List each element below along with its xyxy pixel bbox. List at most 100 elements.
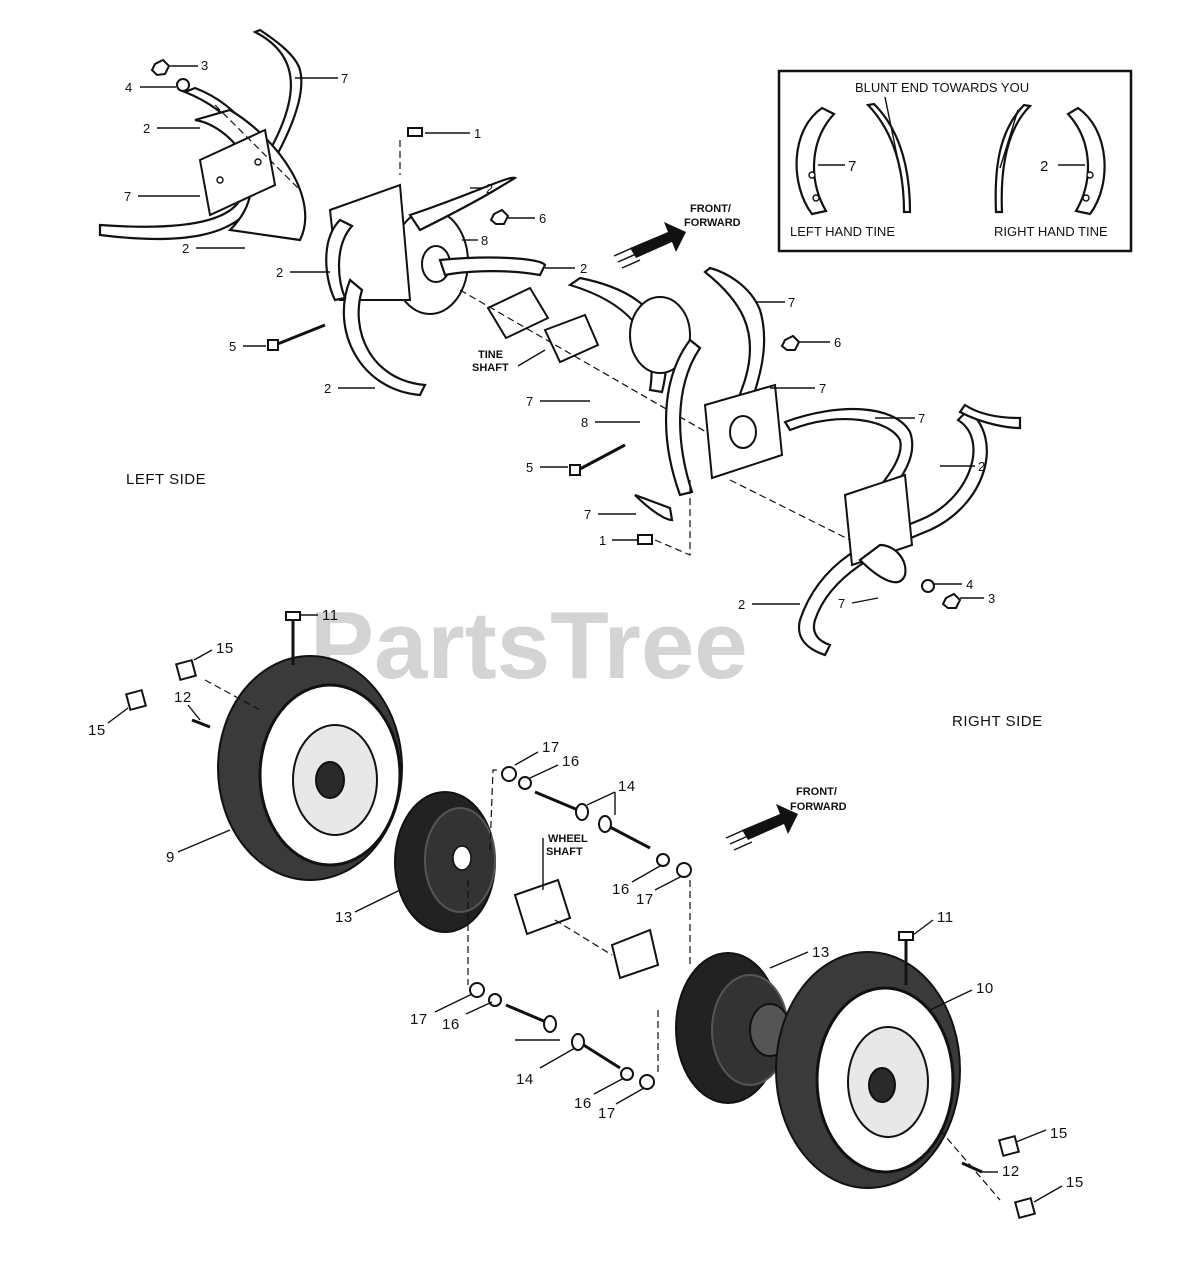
callout: 12	[1002, 1163, 1020, 1180]
tine-part	[438, 256, 547, 277]
arrow-icon	[742, 804, 798, 840]
leader-line	[884, 96, 901, 171]
lock-washer-16	[620, 1067, 634, 1081]
callout: 2	[580, 261, 587, 276]
callout: 13	[335, 909, 353, 926]
assembly-line	[729, 479, 851, 541]
callout: 7	[526, 394, 533, 409]
nut-15	[1013, 1196, 1037, 1220]
inset-header: BLUNT END TOWARDS YOU	[855, 80, 1029, 95]
direction-top-line1: FRONT/	[690, 203, 731, 215]
bolt-11-head	[898, 931, 914, 941]
bolt-11-head	[285, 611, 301, 621]
callout: 6	[834, 335, 841, 350]
watermark: PartsTree	[310, 592, 748, 699]
left-hand-tine-shape	[795, 106, 836, 216]
callout: 7	[918, 411, 925, 426]
inset-right-caption: RIGHT HAND TINE	[994, 224, 1108, 239]
nut-15	[124, 688, 148, 712]
right-side-label: RIGHT SIDE	[952, 713, 1043, 730]
callout: 15	[88, 722, 106, 739]
left-side-label: LEFT SIDE	[126, 471, 206, 488]
callout: 14	[516, 1071, 534, 1088]
nut-6	[780, 334, 801, 351]
inset-right-number: 2	[1040, 158, 1049, 175]
lock-washer-16	[656, 853, 670, 867]
bolt-14-head	[575, 803, 589, 821]
inset-frame	[777, 69, 1133, 253]
arrow-icon	[630, 222, 686, 258]
callout: 15	[1050, 1125, 1068, 1142]
right-hub	[868, 1067, 896, 1103]
callout: 7	[788, 295, 795, 310]
callout: 4	[125, 80, 132, 95]
left-tine-assembly	[98, 28, 721, 441]
leader-line	[999, 109, 1019, 169]
callout: 1	[474, 126, 481, 141]
front-forward-arrow-bottom: FRONT/ FORWARD	[725, 786, 847, 851]
callout: 10	[976, 980, 994, 997]
callout: 17	[410, 1011, 428, 1028]
lock-washer-16	[518, 776, 532, 790]
callout: 7	[341, 71, 348, 86]
assembly-line	[459, 289, 721, 441]
callout: 16	[442, 1016, 460, 1033]
callout: 5	[526, 460, 533, 475]
callout: 15	[1066, 1174, 1084, 1191]
lock-washer-16	[488, 993, 502, 1007]
callout: 2	[182, 241, 189, 256]
tine-part	[958, 403, 1022, 430]
tine-shaft-label-line2: SHAFT	[472, 362, 509, 374]
callout: 7	[584, 507, 591, 522]
washer-17	[639, 1074, 655, 1090]
callout: 16	[612, 881, 630, 898]
tine-part	[664, 338, 702, 497]
callout: 7	[124, 189, 131, 204]
tine-hole	[1082, 194, 1090, 202]
callout: 16	[574, 1095, 592, 1112]
callout: 5	[229, 339, 236, 354]
direction-bottom-line2: FORWARD	[790, 801, 847, 813]
bolt-5-head	[569, 464, 581, 476]
callout: 2	[143, 121, 150, 136]
hub-bore	[452, 845, 472, 871]
tine-part	[342, 278, 427, 397]
bolt-14	[607, 824, 651, 850]
callout: 17	[598, 1105, 616, 1122]
tine-orientation-inset: BLUNT END TOWARDS YOU 7 2 LEFT HAND TINE…	[777, 69, 1133, 253]
washer-4	[176, 78, 190, 92]
tine-mount-plate	[843, 473, 914, 567]
callout: 14	[618, 778, 636, 795]
left-tine-callouts: 3 4 7 2 1 7 2 2 6 8 2 2 5 2	[124, 58, 587, 396]
callout: 17	[542, 739, 560, 756]
assembly-line	[654, 480, 691, 556]
wheel-shaft	[610, 928, 660, 980]
right-hand-tine-shape	[1066, 106, 1106, 216]
bolt-14-head	[598, 815, 612, 833]
callout: 4	[966, 577, 973, 592]
nut-15	[174, 658, 198, 682]
tine-part	[634, 493, 674, 522]
assembly-line	[489, 769, 500, 851]
bolt-1-head	[637, 534, 653, 545]
callout: 2	[324, 381, 331, 396]
right-tine-callouts: 7 6 7 7 8 7 2 5 7 1 4 3 2 7	[526, 295, 995, 612]
assembly-line	[214, 104, 301, 191]
assembly-line	[554, 919, 613, 956]
tine-shaft-sleeve	[486, 286, 550, 340]
left-hand-tine-edge	[865, 102, 912, 214]
wheel-shaft-label-line2: SHAFT	[546, 846, 583, 858]
callout: 15	[216, 640, 234, 657]
callout: 9	[166, 849, 175, 866]
bolt-1-head	[407, 127, 423, 137]
bolt-14-head	[571, 1033, 585, 1051]
tine-hole	[812, 194, 820, 202]
nut-15	[997, 1134, 1021, 1158]
washer-17	[501, 766, 517, 782]
assembly-line	[939, 1129, 1001, 1201]
nut-6	[489, 208, 510, 225]
bolt-5-head	[267, 339, 279, 351]
washer-4	[921, 579, 935, 593]
